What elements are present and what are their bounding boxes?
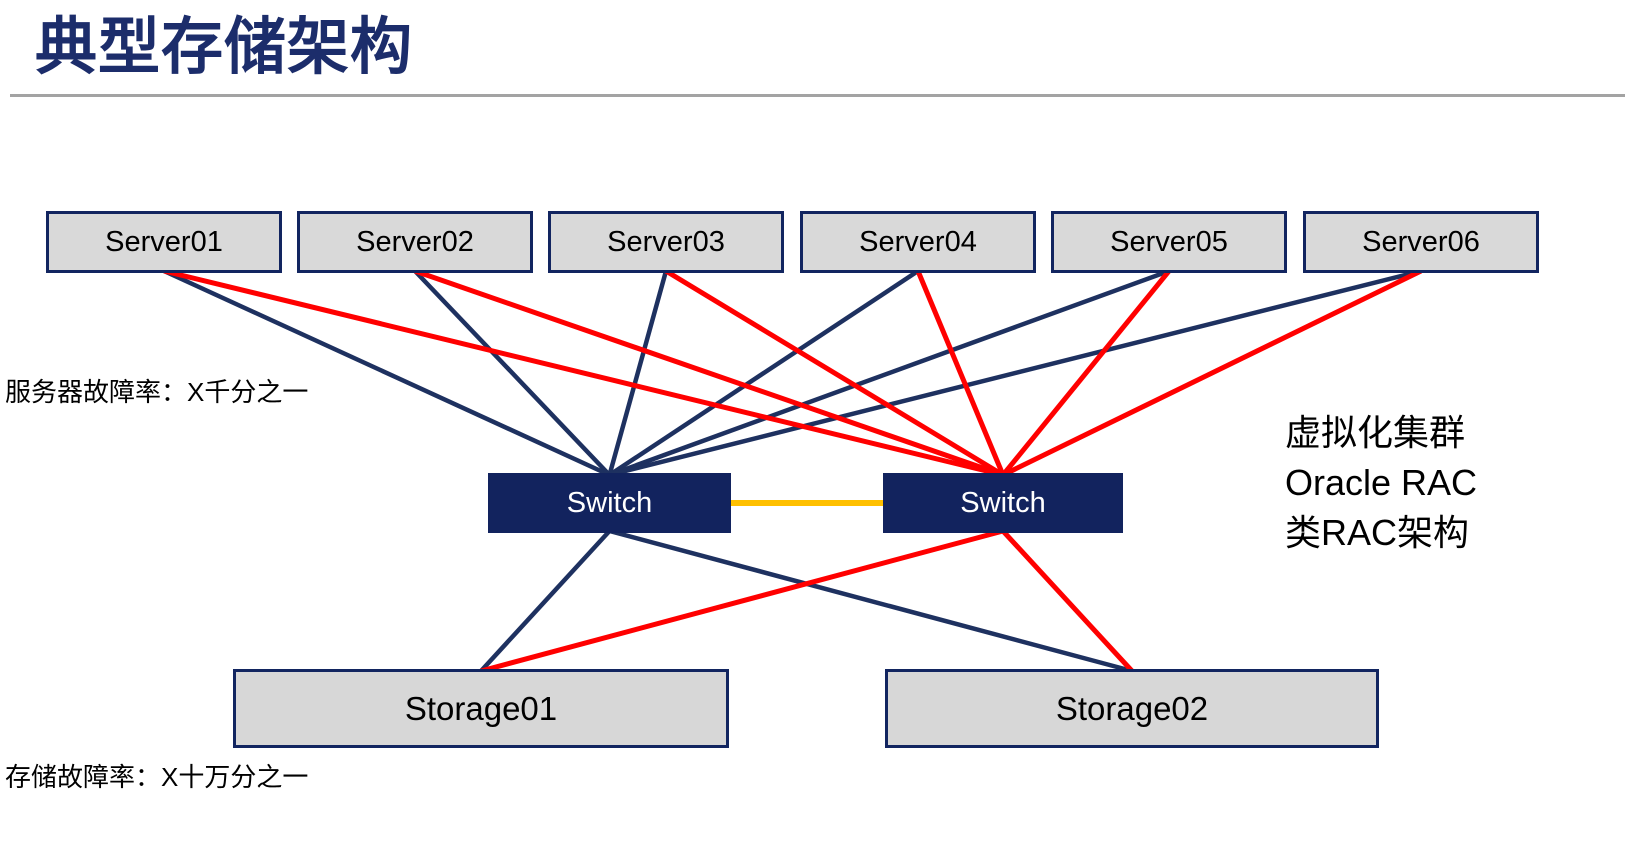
- edge-server6-switch1: [608, 268, 1422, 478]
- server01-label: Server01: [105, 225, 223, 258]
- storage-failure-rate-caption: 存储故障率：X十万分之一: [5, 762, 309, 792]
- edge-server5-switch2: [1001, 269, 1171, 477]
- title-divider: [10, 94, 1625, 97]
- server05-box: Server05: [1051, 211, 1287, 273]
- side-note: 虚拟化集群 Oracle RAC 类RAC架构: [1285, 408, 1477, 558]
- server06-box: Server06: [1303, 211, 1539, 273]
- edge-switch2-storage2: [1001, 529, 1134, 673]
- edge-server2-switch2: [414, 268, 1004, 478]
- edge-server1-switch1: [163, 268, 611, 478]
- server03-box: Server03: [548, 211, 784, 273]
- side-note-line-3: 类RAC架构: [1285, 512, 1470, 553]
- edge-server2-switch1: [413, 269, 612, 477]
- server02-box: Server02: [297, 211, 533, 273]
- edge-server4-switch2: [915, 270, 1006, 476]
- server-failure-rate-caption: 服务器故障率：X千分之一: [5, 377, 309, 407]
- switch-right-label: Switch: [960, 486, 1046, 519]
- edge-server6-switch2: [1001, 268, 1423, 478]
- switch-left-label: Switch: [566, 486, 653, 519]
- storage01-box: Storage01: [233, 669, 729, 748]
- edge-server3-switch2: [664, 268, 1005, 478]
- edge-switch1-storage1: [479, 529, 612, 673]
- edge-server3-switch1: [607, 270, 669, 476]
- edge-server4-switch1: [608, 269, 920, 477]
- server04-label: Server04: [859, 225, 977, 258]
- server03-label: Server03: [607, 225, 725, 258]
- edge-server5-switch1: [608, 268, 1170, 478]
- server04-box: Server04: [800, 211, 1036, 273]
- side-note-line-2: Oracle RAC: [1285, 462, 1478, 503]
- edge-server1-switch2: [163, 268, 1004, 478]
- server02-label: Server02: [356, 225, 474, 258]
- server06-label: Server06: [1362, 225, 1480, 258]
- edge-switch1-storage2: [608, 528, 1133, 674]
- side-note-line-1: 虚拟化集群: [1285, 412, 1466, 453]
- storage02-label: Storage02: [1055, 689, 1209, 727]
- server05-label: Server05: [1110, 225, 1228, 258]
- server01-box: Server01: [46, 211, 282, 273]
- page-title: 典型存储架构: [35, 13, 414, 82]
- storage02-box: Storage02: [885, 669, 1379, 748]
- switch-right-box: Switch: [883, 473, 1123, 533]
- switch-left-box: Switch: [488, 473, 731, 533]
- edge-switch2-storage1: [480, 528, 1004, 674]
- storage01-label: Storage01: [404, 689, 558, 727]
